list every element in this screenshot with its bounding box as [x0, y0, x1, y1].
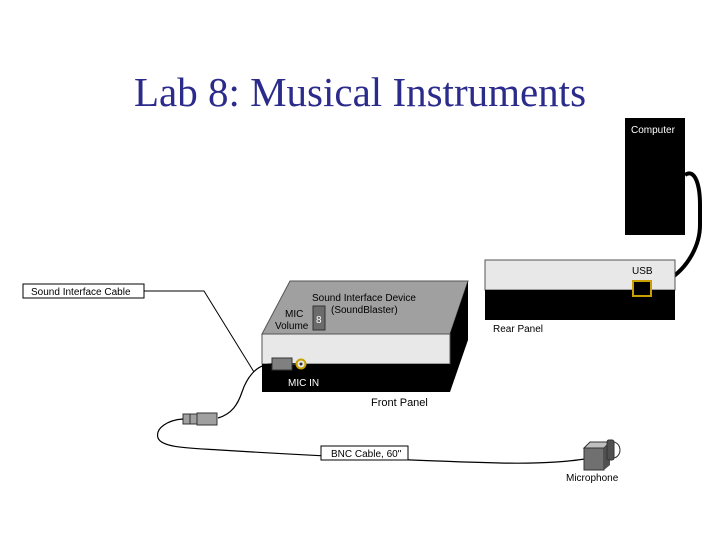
microphone-body: [583, 447, 605, 471]
mic-volume-knob: [312, 305, 326, 331]
callout-line: [144, 290, 255, 373]
sound-interface-cable-callout: Sound Interface Cable: [22, 283, 255, 373]
computer-label: Computer: [631, 125, 676, 136]
device-label-line1: Sound Interface Device: [312, 293, 416, 304]
microphone: Microphone: [566, 439, 621, 484]
slide-title: Lab 8: Musical Instruments: [133, 69, 587, 115]
mic-cable: [217, 363, 273, 419]
mic-volume-label-line2: Volume: [275, 321, 309, 332]
usb-port: [632, 280, 652, 297]
bnc-cable-label: BNC Cable, 60": [331, 449, 402, 460]
microphone-grille: [613, 441, 621, 459]
computer-body: [625, 118, 685, 235]
adapter-right: [196, 412, 218, 426]
computer: Computer: [625, 118, 685, 235]
rear-panel-label: Rear Panel: [493, 324, 543, 335]
rear-panel: USB Rear Panel: [484, 259, 676, 335]
sound-interface-cable-label: Sound Interface Cable: [31, 287, 131, 298]
device-label-line2: (SoundBlaster): [331, 305, 398, 316]
microphone-label: Microphone: [566, 473, 619, 484]
bnc-adapter: [182, 412, 218, 426]
device-side-face: [450, 281, 468, 392]
microphone-head: [606, 439, 615, 461]
mic-in-jack-center: [299, 362, 303, 366]
usb-label: USB: [632, 266, 653, 277]
mic-in-label: MIC IN: [288, 378, 319, 389]
bnc-cable: [157, 418, 591, 464]
bnc-cable-label-box: [320, 445, 409, 461]
mic-plug-body: [271, 357, 293, 371]
sound-interface-device: Sound Interface Device (SoundBlaster) MI…: [261, 280, 469, 409]
front-panel-label: Front Panel: [371, 397, 428, 409]
mic-volume-label-line1: MIC: [285, 309, 303, 320]
device-front-dark: [262, 364, 450, 392]
mic-volume-knob-value: 8: [316, 315, 322, 326]
device-front-light: [261, 333, 451, 365]
